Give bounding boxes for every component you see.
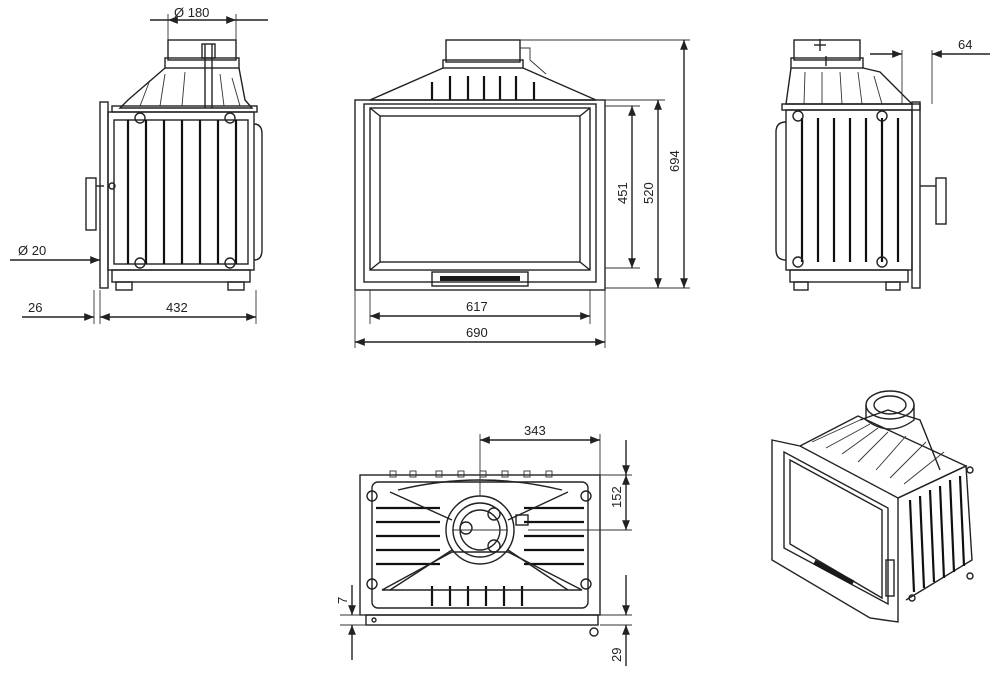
side-view-left: Ø 180 Ø 20 26 432	[10, 5, 268, 324]
dim-total-width: 690	[466, 325, 488, 340]
dim-inner-width: 617	[466, 299, 488, 314]
dim-side-connector-diameter: Ø 20	[18, 243, 46, 258]
isometric-view	[771, 390, 974, 623]
dim-bottom-small-offset: 7	[335, 597, 350, 604]
dim-flue-diameter: Ø 180	[174, 5, 209, 20]
dim-bottom-foot-offset: 29	[609, 648, 624, 662]
dim-glass-height: 451	[615, 182, 630, 204]
dim-flue-offset-horizontal: 343	[524, 423, 546, 438]
dim-frame-height: 520	[641, 182, 656, 204]
dim-side-offset: 64	[958, 37, 972, 52]
dim-total-height: 694	[667, 150, 682, 172]
side-view-right: 64	[775, 37, 990, 291]
dim-flue-offset-vertical: 152	[609, 486, 624, 508]
dim-depth: 432	[166, 300, 188, 315]
top-view: 343 152 29 7	[335, 423, 632, 666]
dim-side-small-offset: 26	[28, 300, 42, 315]
front-view: 617 690 451 520 694	[354, 39, 690, 348]
